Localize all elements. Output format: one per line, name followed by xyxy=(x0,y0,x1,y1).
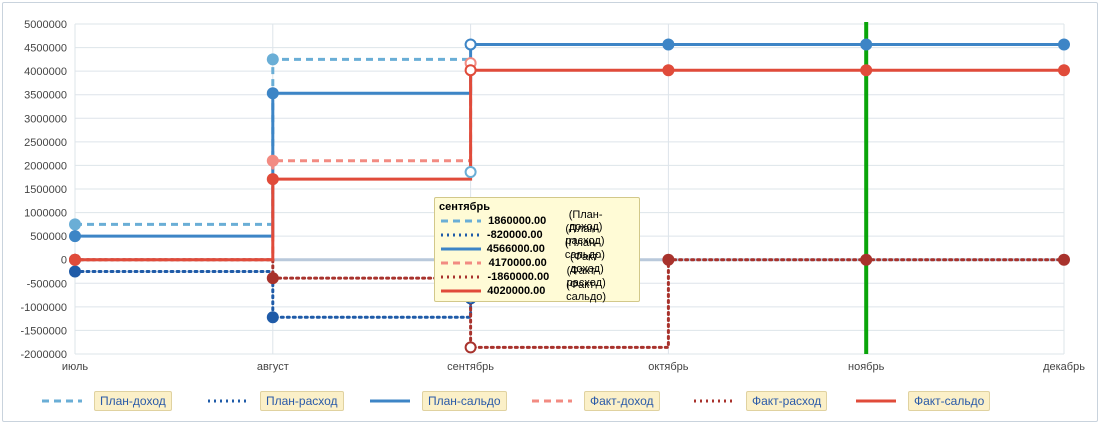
legend-label[interactable]: План-сальдо xyxy=(422,391,507,411)
tooltip-row: 1860000.00 (План-доход) xyxy=(439,209,635,233)
tooltip-row: -1860000.00 (Факт-расход) xyxy=(439,265,635,289)
legend-item[interactable]: Факт-доход xyxy=(530,390,660,412)
data-point xyxy=(1058,253,1070,266)
data-point xyxy=(266,272,279,285)
chart-series xyxy=(69,38,1070,354)
tooltip-value: 1860000.00 xyxy=(488,215,547,227)
legend-item[interactable]: Факт-сальдо xyxy=(854,390,991,412)
tooltip-rows: 1860000.00 (План-доход) -820000.00 (План-ра… xyxy=(439,209,635,303)
data-point xyxy=(266,311,279,324)
y-tick-label: 1000000 xyxy=(24,208,67,220)
x-tick-label: август xyxy=(257,361,289,373)
tooltip-series-name: (План-сальдо) xyxy=(564,237,605,261)
y-tick-label: 2000000 xyxy=(24,160,67,172)
tooltip-swatch xyxy=(441,289,481,293)
tooltip-title: сентябрь xyxy=(439,201,490,213)
data-point xyxy=(662,253,675,266)
data-point xyxy=(69,253,81,266)
data-point xyxy=(1058,38,1070,51)
y-tick-label: 2500000 xyxy=(24,137,67,149)
y-tick-label: 4500000 xyxy=(24,43,67,55)
data-point xyxy=(662,38,675,51)
data-point xyxy=(266,87,279,100)
tooltip-series-name: (План-доход) xyxy=(568,209,603,233)
data-point xyxy=(860,253,873,266)
legend-swatch xyxy=(42,399,82,403)
tooltip-row: 4566000.00 (План-сальдо) xyxy=(439,237,635,261)
legend-item[interactable]: План-сальдо xyxy=(368,390,507,412)
tooltip-row: -820000.00 (План-расход) xyxy=(439,223,635,247)
y-tick-label: 0 xyxy=(61,255,67,267)
y-tick-label: -1000000 xyxy=(21,302,68,314)
tooltip-swatch xyxy=(441,261,481,265)
legend-item[interactable]: План-доход xyxy=(40,390,172,412)
tooltip-row: 4020000.00 (Факт-сальдо) xyxy=(439,279,635,303)
x-tick-label: ноябрь xyxy=(848,361,885,373)
legend-swatch xyxy=(370,399,410,403)
series-line-5 xyxy=(75,68,1064,262)
tooltip-swatch xyxy=(441,275,481,279)
tooltip-swatch xyxy=(441,219,481,223)
tooltip: сентябрь 1860000.00(План-доход)-820000.0… xyxy=(434,197,640,303)
y-tick-label: 3000000 xyxy=(24,113,67,125)
tooltip-swatch xyxy=(441,247,481,251)
grid-lines xyxy=(74,22,1065,355)
legend-swatch xyxy=(694,399,734,403)
x-tick-label: сентябрь xyxy=(447,361,494,373)
tooltip-series-name: (Факт-расход) xyxy=(566,265,606,289)
tooltip-value: 4170000.00 xyxy=(488,257,547,269)
x-axis-tick-labels: июль август сентябрь октябрь ноябрь декабрь xyxy=(62,361,1085,373)
y-tick-label: 1500000 xyxy=(24,184,67,196)
x-tick-label: декабрь xyxy=(1043,361,1085,373)
data-point xyxy=(464,166,477,179)
legend-label[interactable]: Факт-сальдо xyxy=(908,391,991,411)
y-axis-tick-labels: 5000000450000040000003500000300000025000… xyxy=(21,19,68,361)
data-point xyxy=(266,173,279,186)
y-tick-label: 500000 xyxy=(30,231,67,243)
legend-label[interactable]: План-расход xyxy=(260,391,344,411)
data-point xyxy=(266,53,279,66)
tooltip-swatch xyxy=(441,233,481,237)
data-point xyxy=(662,64,675,77)
data-point xyxy=(266,154,279,167)
data-point xyxy=(464,38,477,51)
data-point xyxy=(464,341,477,354)
data-point xyxy=(69,218,81,231)
tooltip-value: 4020000.00 xyxy=(487,285,546,297)
data-point xyxy=(860,38,873,51)
data-point xyxy=(464,64,477,77)
tooltip-series-name: (План-расход) xyxy=(565,223,605,247)
data-point xyxy=(69,265,81,278)
x-tick-label: июль xyxy=(62,361,89,373)
tooltip-series-name: (Факт-сальдо) xyxy=(566,279,607,303)
tooltip-row: 4170000.00 (Факт-доход) xyxy=(439,251,635,275)
data-point xyxy=(69,230,81,243)
y-tick-label: -1500000 xyxy=(21,325,68,337)
legend-swatch xyxy=(856,399,896,403)
y-tick-label: 3500000 xyxy=(24,90,67,102)
data-point xyxy=(860,64,873,77)
tooltip-value: 4566000.00 xyxy=(486,243,545,255)
legend-item[interactable]: План-расход xyxy=(206,390,344,412)
legend-swatch xyxy=(208,399,248,403)
tooltip-value: -1860000.00 xyxy=(487,271,550,283)
y-tick-label: 5000000 xyxy=(24,19,67,31)
legend-label[interactable]: Факт-доход xyxy=(584,391,660,411)
legend-label[interactable]: Факт-расход xyxy=(746,391,828,411)
y-tick-label: -2000000 xyxy=(21,349,68,361)
series-line-1 xyxy=(73,270,473,319)
tooltip-value: -820000.00 xyxy=(486,229,543,241)
legend-swatch xyxy=(532,399,572,403)
tooltip-series-name: (Факт-доход) xyxy=(570,251,604,275)
y-tick-label: 4000000 xyxy=(24,66,67,78)
legend-item[interactable]: Факт-расход xyxy=(692,390,828,412)
x-tick-label: октябрь xyxy=(648,361,688,373)
y-tick-label: -500000 xyxy=(27,278,67,290)
data-point xyxy=(1058,64,1070,77)
legend-label[interactable]: План-доход xyxy=(94,391,172,411)
